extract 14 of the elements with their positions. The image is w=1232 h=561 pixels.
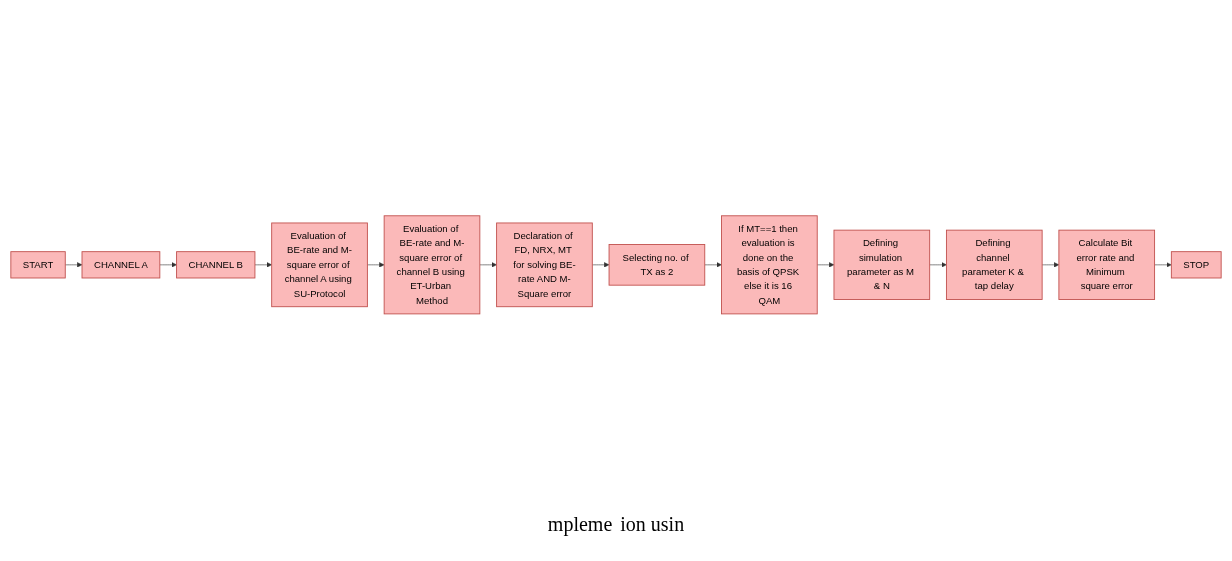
caption-fragment: ion usin (620, 513, 685, 536)
node-box: Calculate Bit error rate and Minimum square error (1058, 229, 1156, 301)
node-box: Defining simulation parameter as M & N (833, 229, 931, 301)
caption-fragment: mpleme (547, 513, 613, 536)
node-box: Defining channel parameter K & tap delay (945, 229, 1043, 301)
node-box: Declaration of FD, NRX, MT for solving BE-rate AND M-Square error (496, 222, 593, 308)
node-box: CHANNEL B (176, 251, 256, 279)
node-box: Evaluation of BE-rate and M-square error of channel A using SU-Protocol (271, 222, 368, 308)
node-box: Selecting no. of TX as 2 (608, 244, 706, 286)
node-box: STOP (1170, 251, 1222, 279)
node-box: CHANNEL A (81, 251, 161, 279)
node-box: START (10, 251, 66, 279)
node-box: If MT==1 then evaluation is done on the basis of QPSK else it is 16 QAM (721, 215, 818, 315)
node-box: Evaluation of BE-rate and M-square error of channel B using ET-Urban Method (383, 215, 481, 315)
